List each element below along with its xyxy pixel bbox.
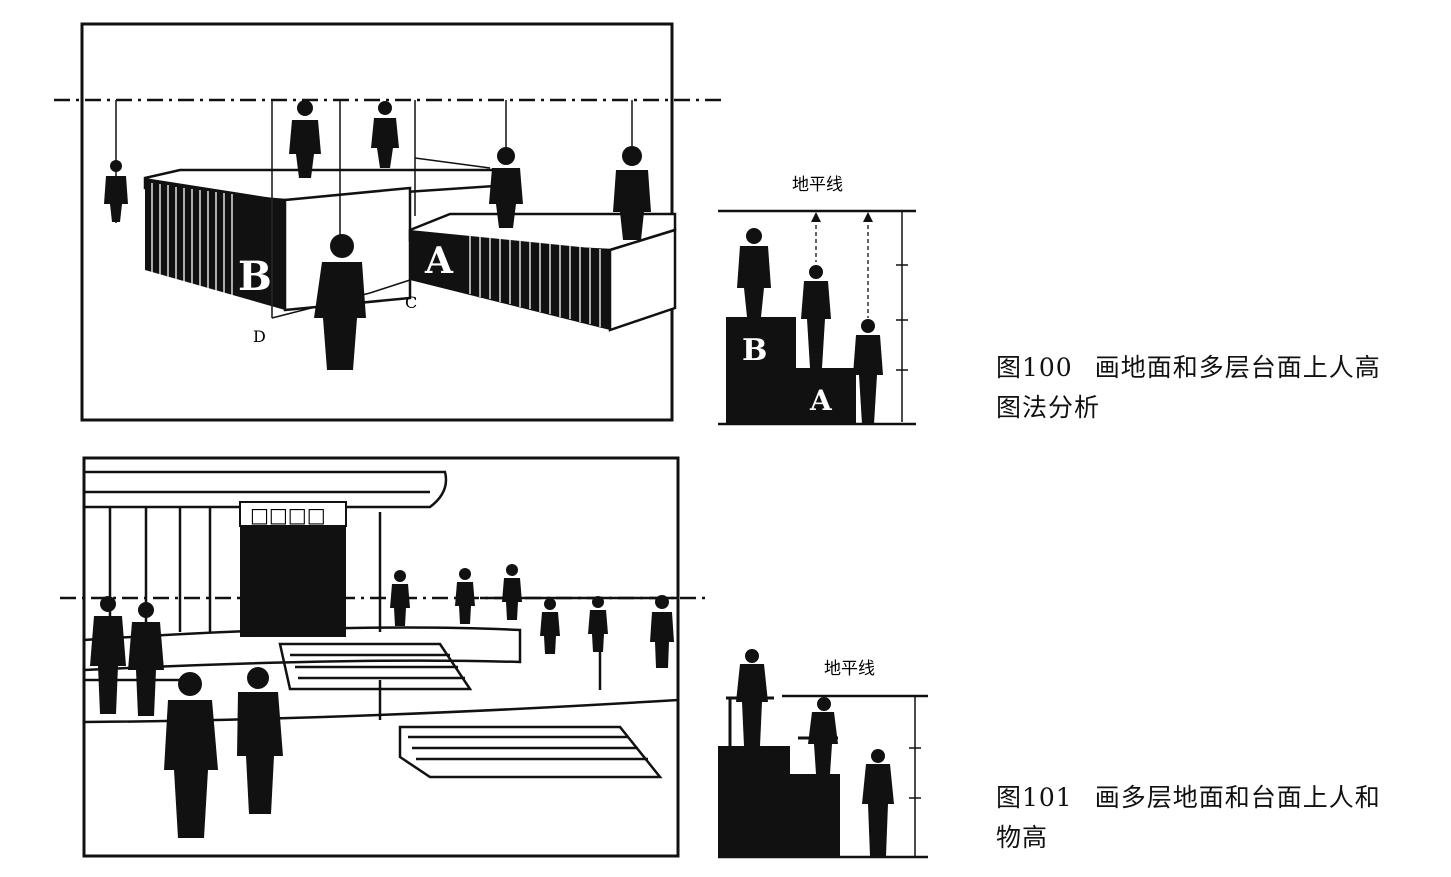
svg-text:B: B — [742, 333, 767, 368]
figure100-title-line1: 画地面和多层台面上人高 — [1095, 353, 1381, 382]
figure101-title-line2: 物高 — [996, 818, 1381, 858]
figure101-caption: 图101 画多层地面和台面上人和 物高 — [996, 778, 1381, 858]
figure101-title-line1: 画多层地面和台面上人和 — [1095, 783, 1381, 812]
horizon-label-101: 地平线 — [824, 659, 875, 679]
figure100-title-line2: 图法分析 — [996, 388, 1381, 428]
point-d-label: D — [253, 327, 266, 346]
figure100-number: 图100 — [996, 353, 1073, 382]
svg-text:A: A — [809, 384, 833, 417]
building-sign: □□□□ — [250, 503, 326, 527]
point-c-label: C — [405, 293, 417, 312]
horizon-label-100: 地平线 — [792, 175, 843, 195]
figure101-number: 图101 — [996, 783, 1073, 812]
figure100-perspective-illustration: B A C D — [50, 18, 740, 428]
figure100-caption: 图100 画地面和多层台面上人高 图法分析 — [996, 348, 1381, 428]
figure101-stepped-terrace-illustration: □□□□ — [50, 452, 740, 862]
figure101-elevation-diagram: 地平线 — [712, 638, 937, 863]
platform-b-label: B — [238, 253, 272, 300]
figure100-elevation-diagram: 地平线 B A — [712, 160, 932, 430]
platform-a-label: A — [424, 240, 454, 282]
